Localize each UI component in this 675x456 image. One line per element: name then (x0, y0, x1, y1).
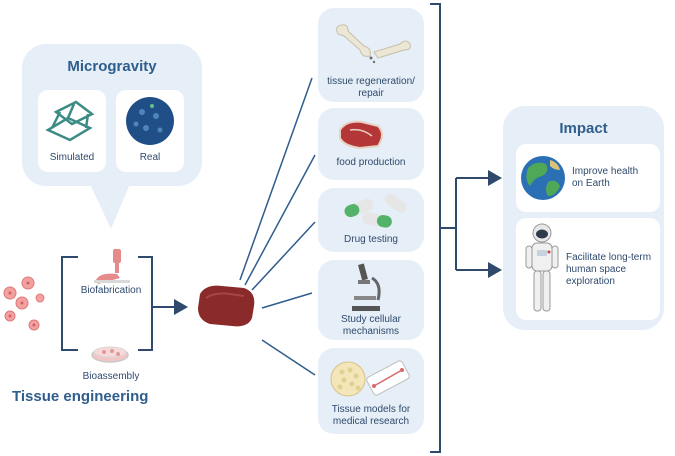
simulated-label: Simulated (49, 152, 95, 163)
app-label-5: Tissue models for medical research (331, 404, 411, 427)
impact-label-2: Facilitate long-term human space explora… (566, 252, 652, 287)
real-card (116, 90, 184, 172)
impact-label-1: Improve health on Earth (572, 166, 639, 189)
simulated-card (38, 90, 106, 172)
app-label-4: Study cellular mechanisms (340, 314, 402, 337)
app-label-1: tissue regeneration/ repair (327, 76, 415, 99)
impact-title: Impact (559, 120, 608, 137)
cells-space-icon (126, 97, 174, 145)
app-panel-2 (318, 108, 424, 180)
bioassembly-label: Bioassembly (82, 371, 140, 382)
tissue-engineering-title: Tissue engineering (12, 388, 149, 405)
real-label: Real (139, 152, 161, 163)
app-label-2: food production (336, 157, 406, 168)
microgravity-title: Microgravity (67, 58, 157, 75)
biofabrication-label: Biofabrication (80, 285, 142, 296)
clinostat-icon (45, 100, 95, 142)
app-label-3: Drug testing (344, 234, 398, 245)
app-panel-4 (318, 260, 424, 340)
